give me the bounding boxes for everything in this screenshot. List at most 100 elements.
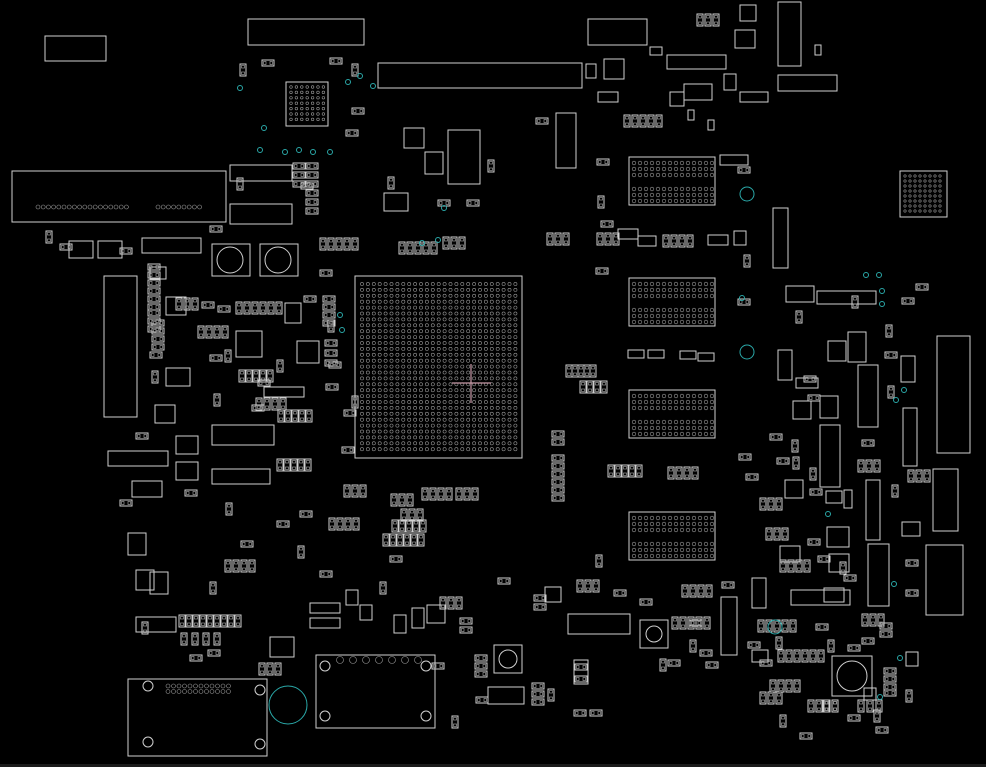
ball	[389, 429, 394, 434]
pad	[597, 556, 601, 560]
ball	[489, 405, 494, 410]
ball	[209, 683, 215, 689]
ball	[478, 400, 482, 404]
passive-component	[151, 335, 165, 343]
component-outline	[149, 266, 167, 280]
pad	[153, 372, 157, 376]
ball	[388, 656, 396, 664]
hole	[420, 710, 432, 722]
ball	[649, 172, 655, 178]
passive-component	[535, 117, 549, 125]
ball	[697, 553, 703, 559]
ball	[679, 166, 685, 172]
ball	[321, 101, 326, 105]
pad	[193, 299, 197, 303]
pad	[775, 535, 779, 539]
ball	[513, 358, 518, 363]
ball	[365, 376, 370, 381]
pad	[559, 440, 563, 444]
ball	[460, 329, 465, 334]
pad	[331, 59, 335, 63]
passive-component	[343, 237, 351, 251]
ball	[448, 287, 453, 292]
passive-component	[775, 691, 783, 705]
ball	[395, 335, 400, 340]
ball	[637, 393, 643, 399]
ball	[495, 293, 500, 298]
ball	[655, 547, 661, 553]
via	[901, 387, 907, 393]
ball	[631, 281, 637, 287]
ball	[430, 405, 435, 410]
ball	[489, 352, 494, 357]
ball	[631, 393, 637, 399]
passive-component	[430, 241, 438, 255]
ball	[661, 405, 667, 411]
passive-component	[147, 287, 161, 295]
ball	[679, 393, 685, 399]
ball	[913, 204, 917, 208]
passive-component	[737, 166, 751, 174]
pad	[211, 227, 215, 231]
pad	[330, 313, 334, 317]
ball	[501, 394, 506, 399]
ball	[513, 282, 518, 286]
pad	[121, 501, 125, 505]
ball	[442, 388, 447, 393]
pad	[248, 542, 252, 546]
pad	[327, 385, 331, 389]
passive-component	[151, 370, 159, 384]
ball	[383, 282, 388, 286]
pad	[155, 311, 159, 315]
ball	[413, 388, 418, 393]
ball	[501, 358, 506, 363]
pad	[685, 468, 689, 472]
ball	[377, 299, 382, 304]
pad	[581, 382, 585, 386]
pad	[582, 665, 586, 669]
component-outline	[687, 109, 695, 121]
ball	[401, 405, 406, 410]
ball	[908, 204, 912, 208]
via	[877, 694, 883, 700]
ball	[466, 400, 471, 404]
ball	[631, 313, 637, 319]
ball	[643, 425, 649, 431]
passive-component	[213, 393, 221, 407]
component-outline	[627, 349, 645, 359]
component-outline	[573, 659, 589, 685]
ball	[289, 101, 293, 105]
passive-component	[327, 237, 335, 251]
pad	[841, 569, 845, 573]
passive-component	[551, 438, 565, 446]
ball	[673, 527, 679, 533]
ball	[454, 299, 459, 304]
pad	[623, 466, 627, 470]
passive-component	[351, 237, 359, 251]
ball	[673, 521, 679, 527]
passive-component	[607, 464, 615, 478]
ball	[454, 352, 459, 357]
pad	[789, 567, 793, 571]
ball	[377, 282, 382, 286]
pad	[691, 592, 695, 596]
ball	[442, 400, 447, 404]
ball	[697, 281, 703, 287]
ball	[371, 323, 376, 328]
pad	[217, 227, 221, 231]
ball	[483, 329, 488, 334]
small-ic	[424, 151, 444, 175]
ball	[377, 376, 382, 381]
pad	[329, 321, 333, 325]
ball	[389, 417, 394, 422]
ball	[442, 341, 447, 345]
pad	[559, 456, 563, 460]
ball	[395, 329, 400, 334]
pad	[217, 356, 221, 360]
passive-component	[359, 484, 367, 498]
pad	[194, 616, 198, 620]
ball	[655, 425, 661, 431]
ball	[697, 547, 703, 553]
ball	[413, 346, 418, 351]
